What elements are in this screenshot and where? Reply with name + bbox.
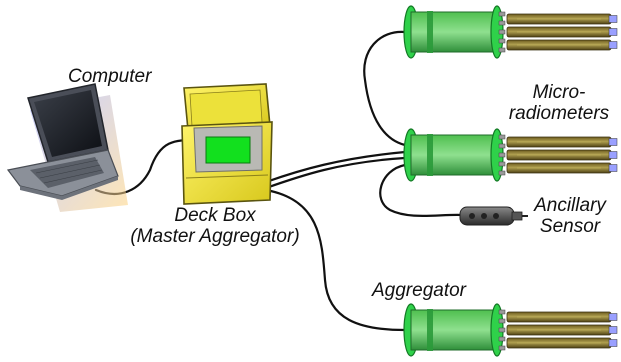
- aggregator-1-stud: [498, 11, 506, 17]
- label-microradiometers-line2: radiometers: [508, 103, 610, 124]
- aggregator-3-stud: [498, 327, 506, 333]
- aggregator-1-microradiometer-cap: [608, 28, 618, 36]
- aggregator-2-microradiometer-cap: [608, 138, 618, 146]
- aggregator-2-stud: [498, 143, 506, 149]
- label-microradiometers-line1: Micro-: [532, 82, 586, 103]
- label-deck-box-line1: Deck Box: [174, 205, 256, 226]
- aggregator-2-ring: [427, 134, 433, 176]
- laptop-keyboard: [30, 157, 104, 188]
- aggregator-1-stud: [498, 47, 506, 53]
- cables: [94, 30, 464, 332]
- aggregator-2-stud: [498, 161, 506, 167]
- aggregator-1-microradiometer-cap: [608, 41, 618, 49]
- aggregator-3-microradiometer-cap: [608, 313, 618, 321]
- ancillary-sensor: [459, 206, 528, 226]
- aggregator-1-stud: [498, 38, 506, 44]
- deck-box-panel: [205, 136, 251, 164]
- aggregator-2: [403, 128, 618, 182]
- aggregator-1: [403, 5, 618, 59]
- aggregator-1-stud: [498, 29, 506, 35]
- label-deck-box: Deck Box (Master Aggregator): [100, 205, 330, 247]
- label-ancillary-line1: Ancillary: [534, 195, 606, 216]
- cable-deckbox-aggregator-2b: [264, 156, 407, 190]
- aggregator-2-microradiometer-cap: [608, 151, 618, 159]
- aggregator-3-stud: [498, 309, 506, 315]
- aggregator-2-microradiometer-cap: [608, 164, 618, 172]
- laptop-computer: [6, 83, 128, 212]
- aggregator-3-microradiometer-cap: [608, 326, 618, 334]
- aggregator-1-stud: [498, 20, 506, 26]
- label-computer: Computer: [68, 66, 152, 87]
- aggregator-2-body: [410, 134, 498, 176]
- cable-aggregator-2-ancillary: [379, 163, 464, 217]
- deck-box: [181, 83, 273, 205]
- aggregator-2-stud: [498, 134, 506, 140]
- aggregator-1-body: [410, 11, 498, 53]
- cable-aggregator-2-aggregator-1: [363, 30, 407, 147]
- aggregator-2-stud: [498, 170, 506, 176]
- aggregator-3-body: [410, 309, 498, 351]
- label-deck-box-line2: (Master Aggregator): [130, 226, 300, 247]
- label-microradiometers: Micro- radiometers: [500, 82, 618, 124]
- aggregator-1-microradiometer-cap: [608, 15, 618, 23]
- aggregators: [403, 5, 618, 357]
- label-aggregator: Aggregator: [372, 280, 467, 301]
- laptop-front-edge: [20, 176, 118, 200]
- aggregator-3-stud: [498, 318, 506, 324]
- aggregator-2-stud: [498, 152, 506, 158]
- cable-deckbox-aggregator-2: [264, 150, 407, 184]
- aggregator-1-ring: [427, 11, 433, 53]
- aggregator-3-stud: [498, 345, 506, 351]
- label-ancillary-sensor: Ancillary Sensor: [520, 195, 620, 237]
- label-ancillary-line2: Sensor: [539, 216, 601, 237]
- laptop-keys: [35, 159, 103, 184]
- deck-box-lid-inner: [189, 89, 263, 127]
- aggregator-3-microradiometer-cap: [608, 339, 618, 347]
- aggregator-3-stud: [498, 336, 506, 342]
- cable-deckbox-aggregator-3: [264, 188, 407, 332]
- aggregator-3: [403, 303, 618, 357]
- aggregator-3-ring: [427, 309, 433, 351]
- laptop-screen: [34, 90, 102, 157]
